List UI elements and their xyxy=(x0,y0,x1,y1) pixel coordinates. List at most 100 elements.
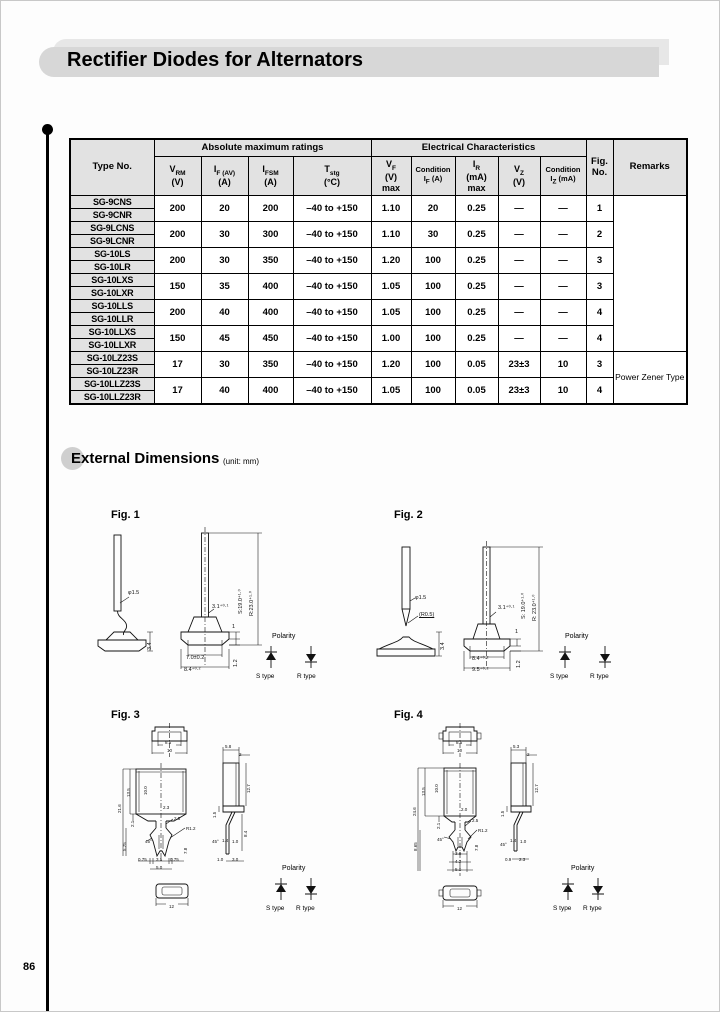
dimension-label: φ1.5 xyxy=(415,595,427,601)
polarity-s-label: S type xyxy=(266,905,285,912)
polarity-title: Polarity xyxy=(571,865,595,872)
vz-value-cell: — xyxy=(497,195,541,222)
tstg-value-cell: –40 to +150 xyxy=(292,351,372,378)
heading-bullet-circle xyxy=(61,447,84,470)
type-no-cell: SG-10LZ23R xyxy=(69,364,155,378)
fig-no-line1: Fig. xyxy=(591,155,608,167)
dimension-label: 5.0 xyxy=(156,865,163,870)
dimension-label: 3.1⁺⁰·¹ xyxy=(212,604,229,610)
vz-value-cell: — xyxy=(497,273,541,300)
ratings-table: Type No. Absolute maximum ratings Electr… xyxy=(69,138,688,405)
ir-value-cell: 0.25 xyxy=(454,299,499,326)
dimension-label: 1 xyxy=(232,624,236,630)
fig-value-cell: 4 xyxy=(585,377,614,404)
vf-value-cell: 1.10 xyxy=(370,195,412,222)
vrm-value-cell: 200 xyxy=(153,247,202,274)
ir-value-cell: 0.25 xyxy=(454,221,499,248)
dimension-label: 5.3 xyxy=(513,744,520,749)
dimension-label: 8.4 xyxy=(243,830,248,837)
ir-value-cell: 0.05 xyxy=(454,377,499,404)
dimension-label: 2.1 xyxy=(130,820,135,827)
type-no-cell: SG-10LLXR xyxy=(69,338,155,352)
type-no-cell: SG-10LS xyxy=(69,247,155,261)
ifav-value-cell: 30 xyxy=(200,247,249,274)
dimension-label: 0.75 xyxy=(170,857,179,862)
polarity-r-label: R type xyxy=(590,673,609,680)
ifav-value-cell: 40 xyxy=(200,299,249,326)
dimension-label: 3.0 xyxy=(232,857,239,862)
vf-value-cell: 1.20 xyxy=(370,247,412,274)
tstg-value-cell: –40 to +150 xyxy=(292,325,372,352)
dimension-label: 8.5 xyxy=(165,740,172,745)
group-header-electrical: Electrical Characteristics xyxy=(370,138,587,157)
col-header-vrm: VRM(V) xyxy=(153,156,202,196)
dimension-label: 2 xyxy=(239,752,242,757)
dimension-label: 0.9 xyxy=(505,857,512,862)
tstg-value-cell: –40 to +150 xyxy=(292,273,372,300)
dimension-label: 24.6 xyxy=(412,807,417,816)
dimension-label: 7.8 xyxy=(183,847,188,854)
dimension-label: R:23.0⁺¹·⁰ xyxy=(249,591,255,616)
margin-rule-dot xyxy=(42,124,53,135)
dimension-label: 1.5 xyxy=(500,810,505,817)
fig-value-cell: 4 xyxy=(585,325,614,352)
fig-value-cell: 3 xyxy=(585,247,614,274)
fig3-diode-drawing xyxy=(122,723,250,906)
cond_iz-value-cell: — xyxy=(539,325,587,352)
type-no-cell: SG-10LLXS xyxy=(69,325,155,339)
fig-value-cell: 3 xyxy=(585,273,614,300)
dimension-label: 45° xyxy=(500,842,507,847)
dimension-label: 2.3 xyxy=(163,805,170,810)
polarity-title: Polarity xyxy=(272,633,296,640)
cond_iz-value-cell: — xyxy=(539,273,587,300)
dimension-label: (R0.5) xyxy=(419,612,435,618)
ir-value-cell: 0.25 xyxy=(454,325,499,352)
page-title: Rectifier Diodes for Alternators xyxy=(67,49,363,71)
dimension-label: 9.5⁺⁰·² xyxy=(472,667,489,673)
type-no-cell: SG-10LXR xyxy=(69,286,155,300)
dimension-label: 5.8 xyxy=(225,744,232,749)
ifav-value-cell: 30 xyxy=(200,221,249,248)
figure-label: Fig. 4 xyxy=(394,709,423,721)
dimension-label: 10.0 xyxy=(143,786,148,795)
col-header-ifav: IF (AV)(A) xyxy=(200,156,249,196)
dimension-label: 2 xyxy=(527,752,530,757)
remarks-empty-cell xyxy=(612,195,688,352)
dimension-label: 3.5 xyxy=(156,857,163,862)
polarity-s-label: S type xyxy=(550,673,569,680)
tstg-value-cell: –40 to +150 xyxy=(292,195,372,222)
dimension-label: 12.7 xyxy=(246,784,251,793)
dimension-label: R1.2 xyxy=(478,828,488,833)
dimension-label: 3.4 xyxy=(440,642,446,650)
dimension-label: 1.0 xyxy=(217,857,224,862)
vrm-value-cell: 17 xyxy=(153,377,202,404)
diode-symbol-r-icon xyxy=(305,646,317,668)
diode-symbol-s-icon xyxy=(265,646,277,668)
ifsm-value-cell: 300 xyxy=(247,221,294,248)
dimension-label: 21.6 xyxy=(117,804,122,813)
diode-symbol-s-icon xyxy=(562,878,574,900)
vrm-value-cell: 200 xyxy=(153,299,202,326)
cond_iz-value-cell: — xyxy=(539,299,587,326)
ir-value-cell: 0.05 xyxy=(454,351,499,378)
dimension-label: 10 xyxy=(167,748,173,753)
polarity-s-label: S type xyxy=(256,673,275,680)
fig-value-cell: 4 xyxy=(585,299,614,326)
vf-value-cell: 1.10 xyxy=(370,221,412,248)
col-header-tstg: Tstg(°C) xyxy=(292,156,372,196)
vz-value-cell: 23±3 xyxy=(497,377,541,404)
cond_if-value-cell: 100 xyxy=(410,351,456,378)
vf-value-cell: 1.05 xyxy=(370,299,412,326)
dimension-label: 0.75 xyxy=(138,857,147,862)
vz-value-cell: 23±3 xyxy=(497,351,541,378)
cond_iz-value-cell: 10 xyxy=(539,351,587,378)
dimension-label: 10.0 xyxy=(434,784,439,793)
cond_if-value-cell: 100 xyxy=(410,377,456,404)
polarity-title: Polarity xyxy=(282,865,306,872)
polarity-r-label: R type xyxy=(583,905,602,912)
